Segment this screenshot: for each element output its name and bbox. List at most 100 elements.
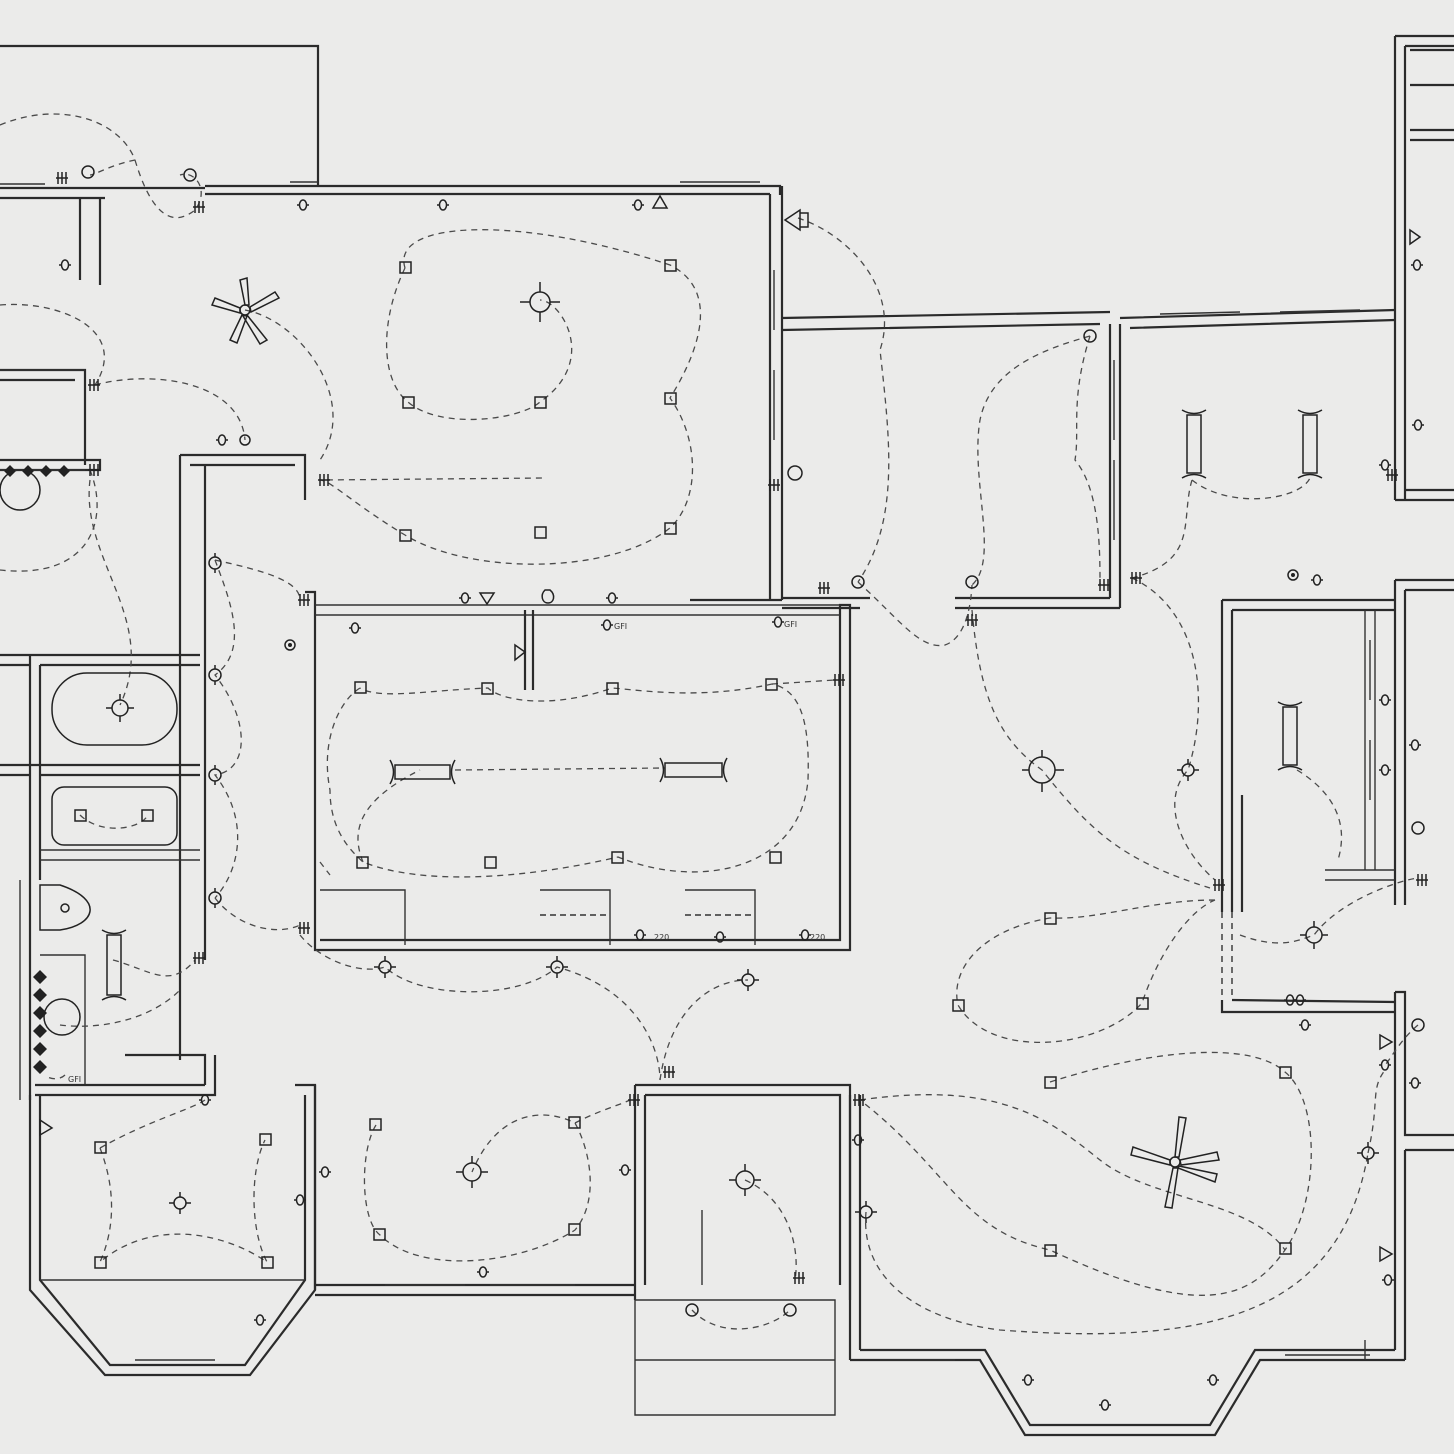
switch-icon	[1416, 874, 1428, 886]
ceiling-fixture-icon	[374, 956, 396, 978]
duplex-outlet-icon	[619, 1164, 631, 1176]
square-recessed-light-icon	[484, 856, 497, 869]
square-recessed-light-icon	[1136, 997, 1149, 1010]
wall-sconce-icon	[965, 575, 979, 589]
duplex-outlet-icon	[1022, 1374, 1034, 1386]
duplex-outlet-icon	[297, 199, 309, 211]
switch-icon	[193, 201, 205, 213]
square-recessed-light-icon	[664, 392, 677, 405]
bathtub-outline	[51, 672, 178, 746]
square-recessed-light-icon	[534, 396, 547, 409]
square-recessed-light-icon	[611, 851, 624, 864]
duplex-outlet-icon	[799, 929, 811, 941]
square-recessed-light-icon	[769, 851, 782, 864]
duplex-outlet-icon	[1379, 764, 1391, 776]
duplex-outlet-icon	[1311, 574, 1323, 586]
square-recessed-light-icon	[94, 1141, 107, 1154]
toilet-outline	[39, 884, 91, 931]
duplex-outlet-icon	[1099, 1399, 1111, 1411]
ceiling-fans	[210, 277, 1220, 1209]
fluorescent-fixture-icon	[101, 929, 127, 1001]
duplex-outlet-icon	[319, 1166, 331, 1178]
duplex-outlet-icon	[1412, 419, 1424, 431]
wall-sconce-icon	[208, 888, 222, 908]
wall-sconce-icon	[239, 434, 251, 446]
square-recessed-light-icon	[399, 261, 412, 274]
smoke-detector-icon	[39, 1118, 54, 1137]
duplex-outlet-icon	[59, 259, 71, 271]
fluorescent-fixture-icon	[1181, 409, 1207, 479]
square-recessed-light-icon	[534, 526, 547, 539]
square-recessed-light-icon	[94, 1256, 107, 1269]
ceiling-fixture-icon	[855, 1201, 877, 1223]
square-recessed-light-icon	[259, 1133, 272, 1146]
switch-icon	[56, 172, 68, 184]
wall-sconce-icon	[1083, 329, 1097, 343]
wall-sconce-icon	[685, 1303, 699, 1317]
ceiling-fixture-icon	[1022, 750, 1064, 792]
square-recessed-light-icon	[74, 809, 87, 822]
duplex-outlet-icon	[1411, 259, 1423, 271]
wall-sconce-icon	[208, 765, 222, 785]
switch-icon	[1098, 579, 1110, 591]
fluorescent-fixture-icon	[1277, 701, 1303, 771]
duplex-outlet-icon	[1284, 994, 1296, 1006]
square-recessed-light-icon	[356, 856, 369, 869]
smoke-detector-icon	[1409, 228, 1422, 246]
phone-jack-icon	[1287, 569, 1299, 581]
square-recessed-light-icon	[141, 809, 154, 822]
fluorescent-fixtures	[101, 409, 1323, 1001]
ceiling-fixtures	[106, 282, 1379, 1223]
duplex-outlet-icon	[1409, 739, 1421, 751]
wall-sconce-icon	[208, 553, 222, 573]
ceiling-fixture-icon	[1300, 921, 1328, 949]
ceiling-fixture-icon	[737, 969, 759, 991]
heater-strip-icon	[33, 970, 47, 1074]
doorbell-icon	[783, 208, 809, 232]
wall-sconces	[81, 165, 1425, 1317]
square-recessed-light-icon	[1279, 1242, 1292, 1255]
duplex-outlet-icon	[294, 1194, 306, 1206]
wall-sconce-icon	[783, 1303, 797, 1317]
switch-icon	[833, 674, 845, 686]
ceiling-fixture-icon	[106, 694, 134, 722]
square-recessed-light-icon	[568, 1223, 581, 1236]
ceiling-fan-icon	[1130, 1116, 1220, 1209]
switch-icon	[793, 1272, 805, 1284]
duplex-outlet-icon	[199, 1094, 211, 1106]
smoke-detector-icon	[1379, 1033, 1394, 1051]
square-recessed-light-icon	[765, 678, 778, 691]
square-recessed-light-icon	[373, 1228, 386, 1241]
switch-icon	[853, 1094, 865, 1106]
switch-icon	[768, 479, 780, 491]
duplex-outlet-icon	[1379, 1059, 1391, 1071]
square-recessed-light-icon	[664, 522, 677, 535]
fluorescent-fixture-icon	[659, 757, 728, 783]
switch-icon	[1130, 572, 1142, 584]
outlet-label-gfi-group: GFI GFI GFI 220 220	[68, 620, 825, 1084]
fluorescent-fixture-icon	[389, 759, 456, 785]
wall-sconce-icon	[851, 575, 865, 589]
switch-icon	[88, 379, 100, 391]
ceiling-fixture-icon	[520, 282, 560, 322]
switch-icon	[663, 1066, 675, 1078]
duplex-outlet-icon	[1382, 1274, 1394, 1286]
circuit-runs	[0, 113, 1419, 1335]
square-recessed-light-icon	[369, 1118, 382, 1131]
sink-outline	[43, 998, 81, 1036]
ceiling-fixture-icon	[729, 1164, 761, 1196]
phone-jack-icon	[284, 639, 296, 651]
square-recessed-light-icon	[1044, 1076, 1057, 1089]
outlet-label-gfi: GFI	[784, 620, 797, 629]
walls	[0, 34, 1454, 1437]
duplex-outlet-icon	[1299, 1019, 1311, 1031]
square-recessed-light-icon	[1279, 1066, 1292, 1079]
recessed-lights	[74, 259, 1292, 1269]
switch-icon	[88, 464, 100, 476]
duplex-outlet-icon	[216, 434, 228, 446]
duplex-outlet-icon	[1207, 1374, 1219, 1386]
duplex-outlet-icon	[772, 616, 784, 628]
duplex-outlet-icon	[477, 1266, 489, 1278]
square-recessed-light-icon	[1044, 912, 1057, 925]
